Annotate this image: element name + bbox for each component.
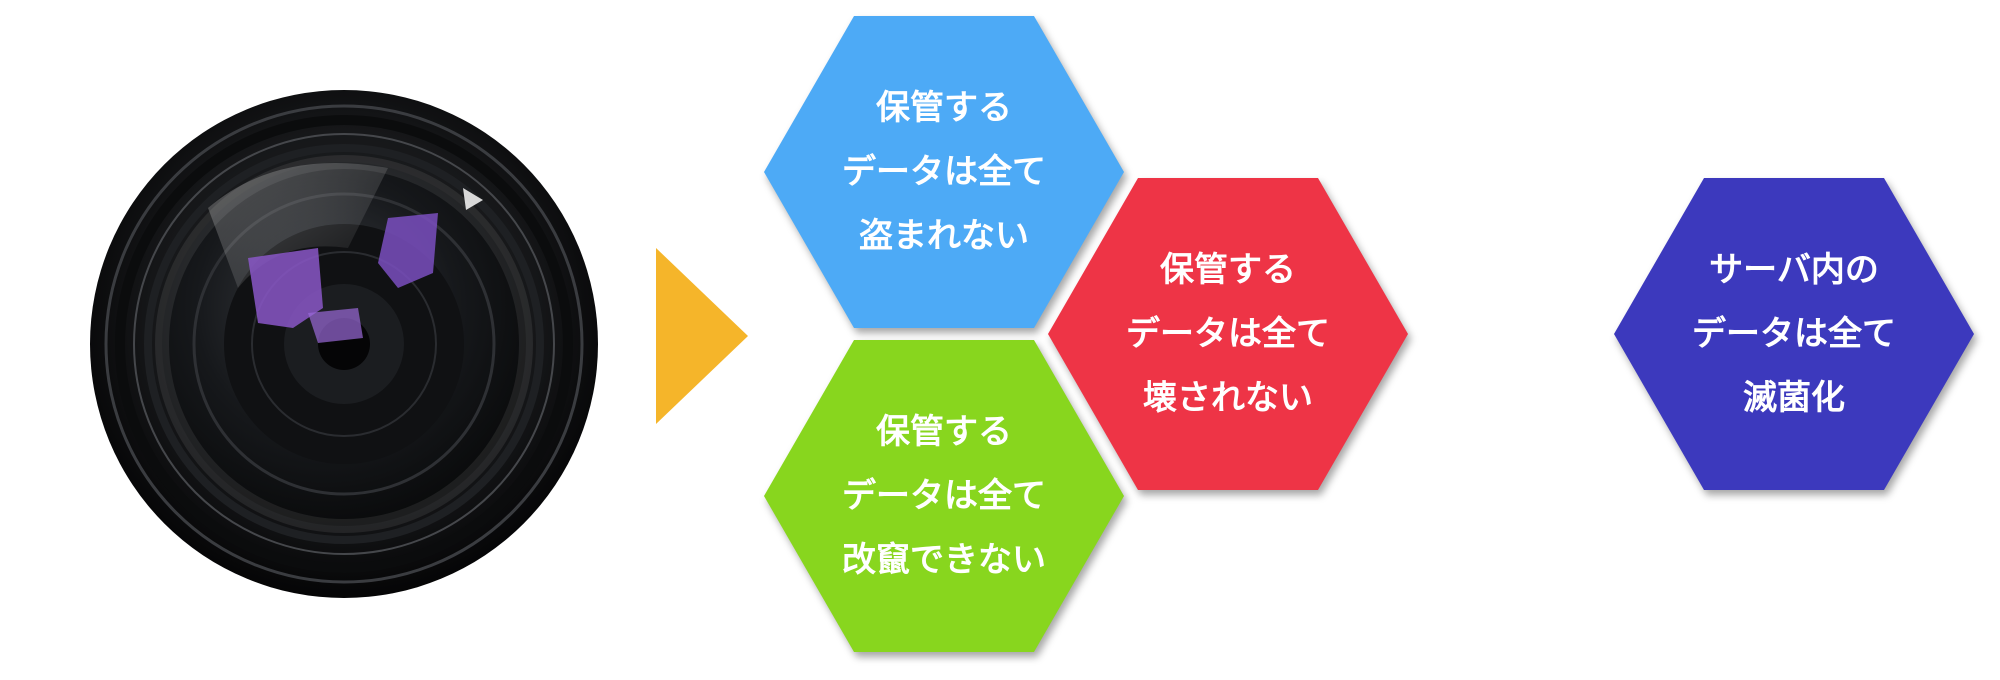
play-arrow-icon [656,248,748,424]
hexagon-not-tampered: 保管する データは全て 改竄できない [764,340,1124,652]
hexagon-navy-line-1: サーバ内の [1709,250,1879,290]
hexagon-navy-label: サーバ内の データは全て 滅菌化 [1614,178,1974,490]
hexagon-blue-label: 保管する データは全て 盗まれない [764,16,1124,328]
hexagon-navy-line-2: データは全て [1692,314,1896,354]
camera-lens-image [90,90,598,598]
hexagon-green-label: 保管する データは全て 改竄できない [764,340,1124,652]
hexagon-red-line-1: 保管する [1160,250,1296,290]
hexagon-navy-shape [1614,178,1974,490]
hexagon-green-line-1: 保管する [876,412,1012,452]
hexagon-red-shape [1048,178,1408,490]
hexagon-red-label: 保管する データは全て 壊されない [1048,178,1408,490]
hexagon-sterilized: サーバ内の データは全て 滅菌化 [1614,178,1974,490]
hexagon-not-destroyed: 保管する データは全て 壊されない [1048,178,1408,490]
hexagon-green-line-2: データは全て [842,476,1046,516]
hexagon-blue-shape [764,16,1124,328]
hexagon-red-line-3: 壊されない [1143,378,1313,418]
hexagon-green-line-3: 改竄できない [842,540,1046,580]
hexagon-blue-line-1: 保管する [876,88,1012,128]
hexagon-not-stolen: 保管する データは全て 盗まれない [764,16,1124,328]
hexagon-red-line-2: データは全て [1126,314,1330,354]
hexagon-green-shape [764,340,1124,652]
hexagon-blue-line-2: データは全て [842,152,1046,192]
hexagon-navy-line-3: 滅菌化 [1743,378,1845,418]
hexagon-blue-line-3: 盗まれない [859,216,1029,256]
